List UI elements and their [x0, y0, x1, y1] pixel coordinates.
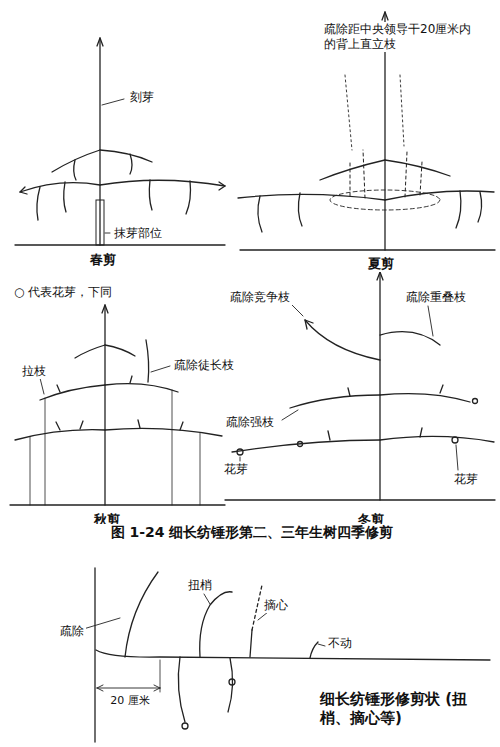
- annotation-label: 疏除竞争枝: [228, 290, 292, 305]
- annotation-label: 春剪: [88, 252, 118, 268]
- annotation-label: 花芽: [452, 472, 480, 487]
- annotation-label: 20 厘米: [108, 694, 152, 708]
- annotation-label: 拉枝: [20, 364, 48, 379]
- annotation-label: 疏除徒长枝: [172, 358, 236, 373]
- annotation-label: 摘心: [262, 598, 290, 613]
- annotation-label: ○ 代表花芽，下同: [12, 285, 114, 300]
- annotation-label: 不动: [326, 636, 354, 651]
- figure-caption: 图 1-24 细长纺锤形第二、三年生树四季修剪: [2, 524, 500, 542]
- annotation-label: 疏除重叠枝: [404, 290, 468, 305]
- annotation-label: 疏除强枝: [224, 415, 276, 430]
- annotation-label: 疏除: [58, 624, 86, 639]
- annotation-label: 疏除距中央领导干20厘米内的背上直立枝: [322, 22, 476, 52]
- annotation-label: 抹芽部位: [112, 226, 164, 241]
- annotation-label: 花芽: [222, 462, 250, 477]
- annotation-label: 扭梢: [186, 578, 214, 593]
- annotation-label: 细长纺锤形修剪状 (扭梢、摘心等): [318, 690, 497, 728]
- annotation-label: 刻芽: [128, 90, 156, 105]
- annotation-label: 夏剪: [366, 256, 396, 272]
